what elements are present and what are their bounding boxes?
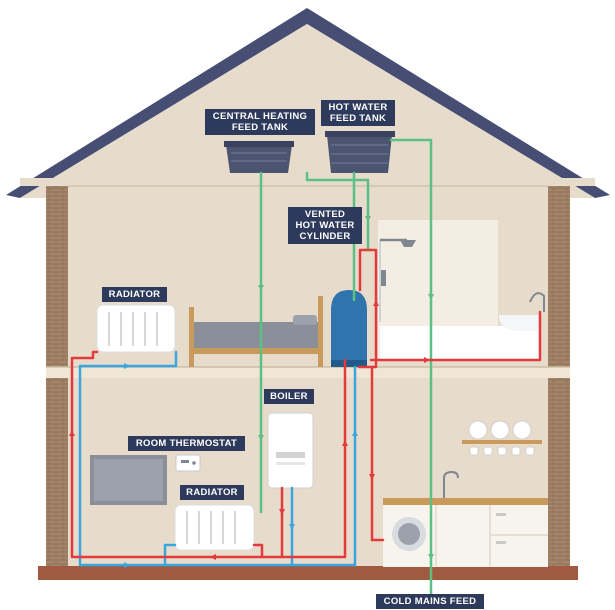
label-line: FEED TANK	[329, 113, 387, 124]
label-line: HOT WATER	[295, 220, 355, 231]
label-line: RADIATOR	[108, 289, 161, 300]
upper-radiator	[96, 304, 176, 353]
ground-floor	[38, 566, 578, 580]
label-line: COLD MAINS FEED	[383, 596, 477, 607]
vented-hot-water-cylinder	[331, 290, 367, 367]
label-line: CYLINDER	[299, 231, 351, 242]
lower-radiator-label: RADIATOR	[180, 485, 244, 500]
label-line: BOILER	[270, 391, 308, 402]
label-line: RADIATOR	[186, 487, 238, 498]
boiler	[267, 412, 314, 489]
bed	[189, 296, 323, 367]
label-line: HOT WATER	[328, 102, 388, 113]
right-wall	[548, 185, 570, 580]
kitchen-shelf	[462, 420, 542, 456]
lower-radiator	[174, 504, 255, 551]
central-heating-feed-tank	[224, 141, 294, 173]
room-thermostat	[175, 454, 201, 472]
label-line: CENTRAL HEATING	[212, 111, 308, 122]
window	[90, 455, 167, 505]
boiler-label: BOILER	[264, 389, 314, 404]
bath	[380, 292, 545, 360]
cold-mains-feed-label: COLD MAINS FEED	[376, 594, 484, 609]
attic-floor	[20, 178, 595, 186]
hot-water-feed-tank-label: HOT WATER FEED TANK	[321, 100, 395, 126]
central-heating-feed-tank-label: CENTRAL HEATING FEED TANK	[205, 109, 315, 135]
washing-machine	[392, 517, 426, 551]
middle-floor	[46, 367, 570, 378]
label-line: VENTED	[304, 209, 346, 220]
roof	[6, 8, 610, 198]
vented-hot-water-cylinder-label: VENTED HOT WATER CYLINDER	[288, 207, 362, 244]
upper-radiator-label: RADIATOR	[102, 287, 167, 302]
label-line: FEED TANK	[231, 122, 289, 133]
left-wall	[46, 185, 68, 580]
shower	[379, 238, 416, 322]
hot-water-feed-tank	[325, 131, 395, 173]
room-thermostat-label: ROOM THERMOSTAT	[128, 436, 245, 451]
label-line: ROOM THERMOSTAT	[135, 438, 238, 449]
pipework	[69, 138, 542, 602]
flow-arrows	[69, 216, 434, 568]
